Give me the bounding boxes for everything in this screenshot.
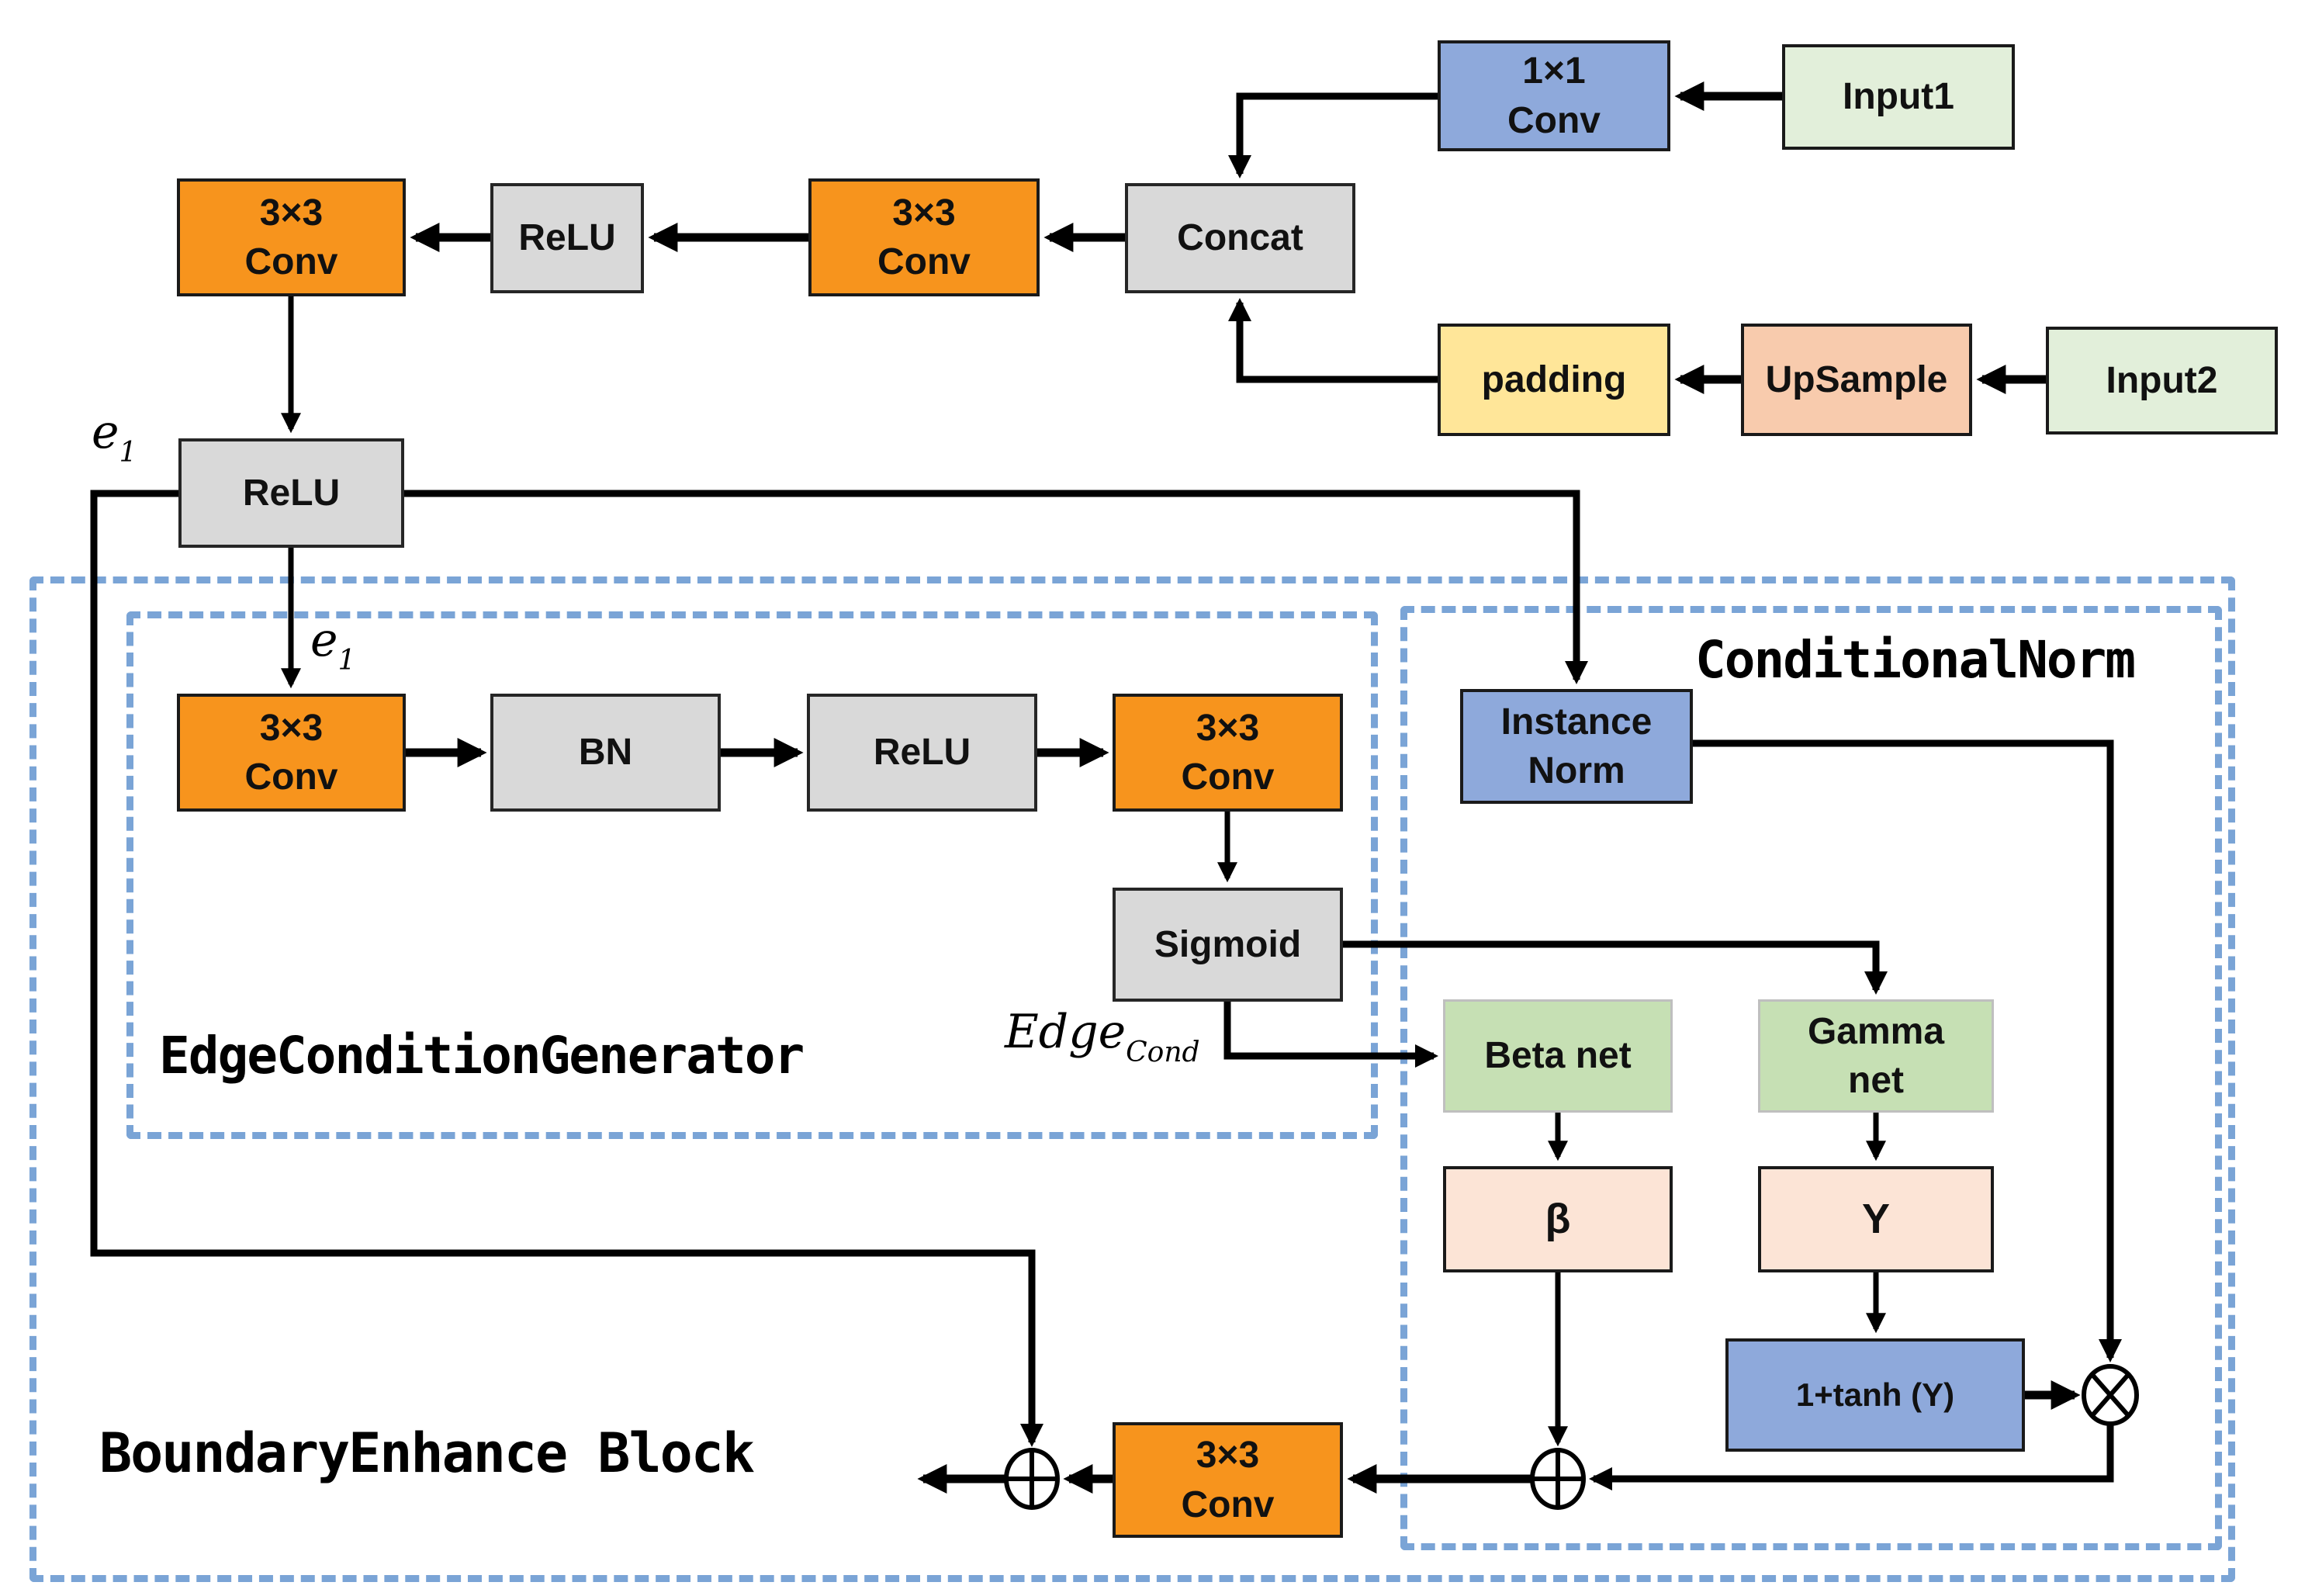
conv3x3-d-label-line2: Conv — [1181, 756, 1275, 798]
conv3x3-d-node: 3×3 Conv — [1113, 694, 1343, 812]
conv1x1-node: 1×1 Conv — [1438, 40, 1670, 151]
conv3x3-e-node: 3×3 Conv — [1113, 1422, 1343, 1538]
gamma-param-label: Y — [1861, 1195, 1891, 1242]
edge-condition-generator-container — [126, 611, 1378, 1139]
edge-relu-skip-to-addleft — [90, 490, 1043, 1447]
bn-label: BN — [578, 732, 633, 774]
gamma-param-node: Y — [1758, 1166, 1994, 1272]
concat-label: Concat — [1177, 217, 1303, 259]
relu-a-label: ReLU — [518, 217, 616, 259]
conditional-norm-title: ConditionalNorm — [1695, 630, 2136, 690]
edge-instancenorm-to-multiply — [1693, 739, 2122, 1362]
beta-net-label: Beta net — [1484, 1035, 1632, 1077]
multiply-operator — [2082, 1364, 2139, 1426]
conv3x3-c-label-line1: 3×3 — [259, 707, 324, 749]
conv3x3-c-label-line2: Conv — [244, 756, 338, 798]
input2-label: Input2 — [2106, 359, 2218, 401]
boundary-enhance-block-title-text: BoundaryEnhance Block — [99, 1421, 755, 1485]
input1-node: Input1 — [1782, 44, 2015, 150]
edge-condition-generator-title: EdgeConditionGenerator — [159, 1026, 805, 1085]
instance-norm-node: Instance Norm — [1460, 689, 1693, 804]
boundary-enhance-block-container — [29, 576, 2235, 1582]
conv3x3-b-label-line2: Conv — [877, 241, 971, 282]
conv1x1-label-line2: Conv — [1507, 99, 1601, 141]
conv3x3-c-node: 3×3 Conv — [177, 694, 406, 812]
add-operator-right — [1530, 1448, 1586, 1510]
beta-param-node: β — [1443, 1166, 1673, 1272]
input2-node: Input2 — [2046, 327, 2278, 434]
concat-node: Concat — [1125, 183, 1355, 293]
relu-main-label: ReLU — [242, 472, 341, 514]
upsample-label: UpSample — [1765, 358, 1948, 400]
gamma-net-node: Gamma net — [1758, 999, 1994, 1113]
edge-cond-label-sub: Cond — [1126, 1037, 1200, 1068]
input1-label: Input1 — [1843, 76, 1954, 118]
conv3x3-a-node: 3×3 Conv — [177, 178, 406, 296]
boundary-enhance-block-title: BoundaryEnhance Block — [99, 1421, 755, 1485]
conv3x3-e-label-line2: Conv — [1181, 1483, 1275, 1525]
edge-cond-label: EdgeCond — [1005, 1005, 1200, 1068]
conditional-norm-container — [1400, 606, 2222, 1550]
conv3x3-a-label-line2: Conv — [244, 241, 338, 282]
bn-node: BN — [490, 694, 721, 812]
edge-condition-generator-title-text: EdgeConditionGenerator — [159, 1026, 805, 1085]
relu-main-node: ReLU — [178, 438, 404, 548]
conv1x1-label-line1: 1×1 — [1522, 50, 1586, 92]
edge-padding-to-concat — [1228, 298, 1438, 383]
e1-label-top-base: e — [92, 405, 119, 459]
padding-label: padding — [1481, 358, 1627, 400]
edge-sigmoid-to-betanet — [1223, 1002, 1438, 1068]
e1-label-inner-base: e — [310, 613, 338, 667]
e1-label-inner: e1 — [310, 613, 355, 677]
edge-conv1x1-to-concat — [1228, 92, 1438, 178]
conv3x3-e-label-line1: 3×3 — [1196, 1435, 1260, 1477]
sigmoid-label: Sigmoid — [1154, 923, 1302, 965]
instance-norm-label-line2: Norm — [1528, 750, 1625, 791]
tanh-label: 1+tanh (Y) — [1795, 1376, 1955, 1414]
edge-sigmoid-to-gammanet — [1343, 940, 1888, 995]
tanh-node: 1+tanh (Y) — [1725, 1338, 2025, 1452]
relu-b-label: ReLU — [873, 732, 971, 774]
relu-b-node: ReLU — [807, 694, 1037, 812]
edge-relu-to-instancenorm — [404, 490, 1588, 684]
conv3x3-d-label-line1: 3×3 — [1196, 707, 1260, 749]
edge-multiply-to-addright — [1589, 1423, 2114, 1490]
beta-param-label: β — [1545, 1195, 1571, 1242]
conditional-norm-title-text: ConditionalNorm — [1695, 630, 2136, 690]
edge-cond-label-base: Edge — [1005, 1005, 1127, 1059]
add-operator-left — [1004, 1448, 1060, 1510]
sigmoid-node: Sigmoid — [1113, 888, 1343, 1002]
conv3x3-b-label-line1: 3×3 — [892, 192, 956, 234]
conv3x3-a-label-line1: 3×3 — [259, 192, 324, 234]
relu-a-node: ReLU — [490, 183, 644, 293]
beta-net-node: Beta net — [1443, 999, 1673, 1113]
instance-norm-label-line1: Instance — [1500, 701, 1653, 743]
upsample-node: UpSample — [1741, 324, 1972, 436]
conv3x3-b-node: 3×3 Conv — [808, 178, 1040, 296]
e1-label-top: e1 — [92, 405, 137, 469]
padding-node: padding — [1438, 324, 1670, 436]
e1-label-top-sub: 1 — [119, 437, 137, 469]
e1-label-inner-sub: 1 — [337, 645, 356, 677]
gamma-net-label-line2: net — [1848, 1060, 1904, 1101]
gamma-net-label-line1: Gamma — [1807, 1010, 1945, 1052]
